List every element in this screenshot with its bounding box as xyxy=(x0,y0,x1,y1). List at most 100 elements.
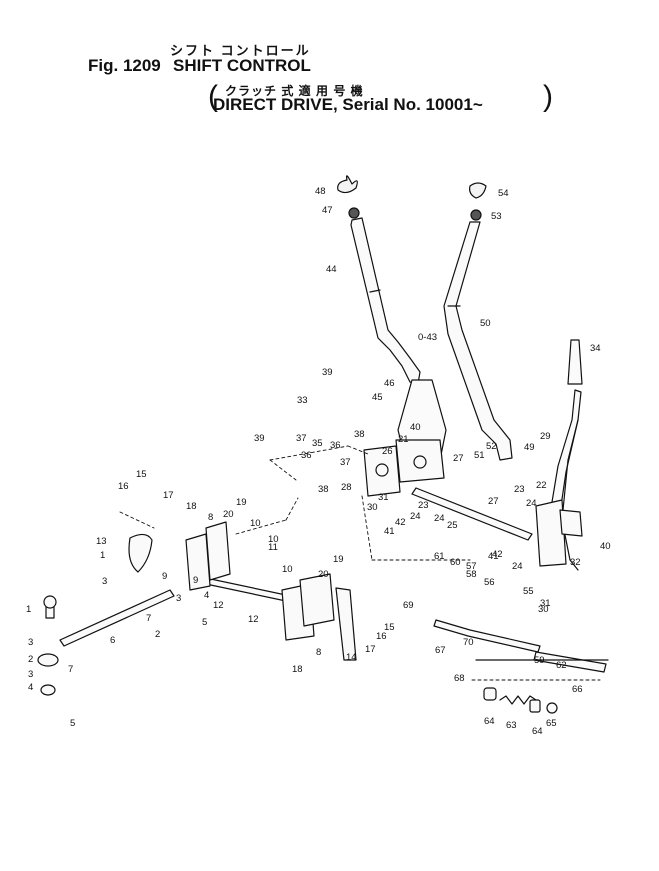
callout-label: 31 xyxy=(540,598,551,609)
callout-label: 12 xyxy=(213,600,224,611)
callout-label: 15 xyxy=(384,622,395,633)
callout-label: 3 xyxy=(102,576,107,587)
callout-label: 11 xyxy=(268,542,278,553)
callout-label: 4 xyxy=(204,590,209,601)
callout-label: 27 xyxy=(488,496,499,507)
callout-label: 50 xyxy=(480,318,491,329)
callout-label: 24 xyxy=(434,513,445,524)
callout-label: 20 xyxy=(223,509,234,520)
callout-label: 37 xyxy=(296,433,307,444)
callout-label: 6 xyxy=(110,635,115,646)
callout-label: 24 xyxy=(410,511,421,522)
callout-label: 46 xyxy=(384,378,395,389)
callout-label: 61 xyxy=(434,551,445,562)
spring-and-bolts xyxy=(475,659,609,714)
callout-label: 2 xyxy=(155,629,160,640)
callout-label: 28 xyxy=(341,482,352,493)
callout-label: 30 xyxy=(367,502,378,513)
callout-label: 26 xyxy=(382,446,393,457)
callout-label: 10 xyxy=(268,534,279,545)
callout-label: 18 xyxy=(186,501,197,512)
callout-label: 14 xyxy=(346,652,357,663)
callout-label: 24 xyxy=(512,561,523,572)
callout-label: 45 xyxy=(372,392,383,403)
callout-label: 65 xyxy=(546,718,557,729)
callout-label: 48 xyxy=(315,186,326,197)
callout-label: 64 xyxy=(484,716,495,727)
callout-label: 24 xyxy=(526,498,537,509)
callout-label: 34 xyxy=(590,343,601,354)
callout-label: 64 xyxy=(532,726,543,737)
callout-label: 21 xyxy=(398,434,409,445)
callout-label: 30 xyxy=(538,604,549,615)
callout-label: 39 xyxy=(322,367,333,378)
callout-label: 23 xyxy=(418,500,429,511)
callout-label: 62 xyxy=(556,660,567,671)
shift-lever-44 xyxy=(337,175,421,385)
callout-label: 69 xyxy=(403,600,414,611)
exploded-parts xyxy=(37,175,609,714)
callout-label: 51 xyxy=(474,450,485,461)
callout-label: 56 xyxy=(484,577,495,588)
callout-label: 41 xyxy=(384,526,395,537)
japanese-title: シフト コントロール xyxy=(170,43,311,58)
callout-label: 38 xyxy=(354,429,365,440)
callout-label: 29 xyxy=(540,431,551,442)
callout-label: 16 xyxy=(376,631,387,642)
callout-label: 15 xyxy=(136,469,147,480)
figure-number: Fig. 1209 xyxy=(88,56,161,75)
callout-label: 32 xyxy=(570,557,581,568)
callout-label: 20 xyxy=(318,569,329,580)
callout-label: 53 xyxy=(491,211,502,222)
tower-assembly xyxy=(363,379,447,497)
callout-label: 37 xyxy=(340,457,351,468)
callout-label: 47 xyxy=(322,205,333,216)
brackets xyxy=(37,499,583,696)
callout-label: 33 xyxy=(297,395,308,406)
callout-label: 55 xyxy=(523,586,534,597)
callout-label: 25 xyxy=(447,520,458,531)
callout-label: 57 xyxy=(466,561,477,572)
callout-label: 19 xyxy=(236,497,247,508)
callout-label: 8 xyxy=(316,647,321,658)
callout-label: 60 xyxy=(450,557,461,568)
callout-label: 2 xyxy=(28,654,33,665)
callout-label: 63 xyxy=(506,720,517,731)
callout-label: 36 xyxy=(301,450,312,461)
callout-label: 40 xyxy=(410,422,421,433)
japanese-subtitle: クラッチ 式 適 用 号 機 xyxy=(225,84,364,98)
callout-label: 39 xyxy=(254,433,265,444)
callout-label: 8 xyxy=(208,512,213,523)
callout-label: 44 xyxy=(326,264,337,275)
callout-label: 38 xyxy=(318,484,329,495)
callout-label: 36 xyxy=(330,440,341,451)
callout-label: 59 xyxy=(534,655,545,666)
callout-label: 41 xyxy=(488,551,499,562)
callout-label: 49 xyxy=(524,442,535,453)
callout-label: 7 xyxy=(68,664,73,675)
model-subtitle: DIRECT DRIVE, Serial No. 10001~ xyxy=(213,95,483,114)
callout-label: 27 xyxy=(453,453,464,464)
figure-title: SHIFT CONTROL xyxy=(173,56,311,75)
callout-label: 3 xyxy=(28,637,33,648)
callout-label: 10 xyxy=(250,518,261,529)
callout-label: 3 xyxy=(28,669,33,680)
callout-label: 22 xyxy=(536,480,547,491)
callout-label: 1 xyxy=(26,604,31,615)
callout-label: 19 xyxy=(333,554,344,565)
callout-label: 12 xyxy=(248,614,259,625)
close-parenthesis: ) xyxy=(543,80,553,113)
leader-lines xyxy=(119,445,601,681)
callout-label: 3 xyxy=(176,593,181,604)
callout-label: 9 xyxy=(193,575,198,586)
callout-label: 17 xyxy=(163,490,174,501)
callout-label: 58 xyxy=(466,569,477,580)
callout-label: 54 xyxy=(498,188,509,199)
callout-label: 18 xyxy=(292,664,303,675)
open-parenthesis: ( xyxy=(208,80,218,113)
shift-rods xyxy=(59,487,607,673)
callout-label: 5 xyxy=(202,617,207,628)
callout-label: 40 xyxy=(600,541,611,552)
callout-label: 42 xyxy=(395,517,406,528)
